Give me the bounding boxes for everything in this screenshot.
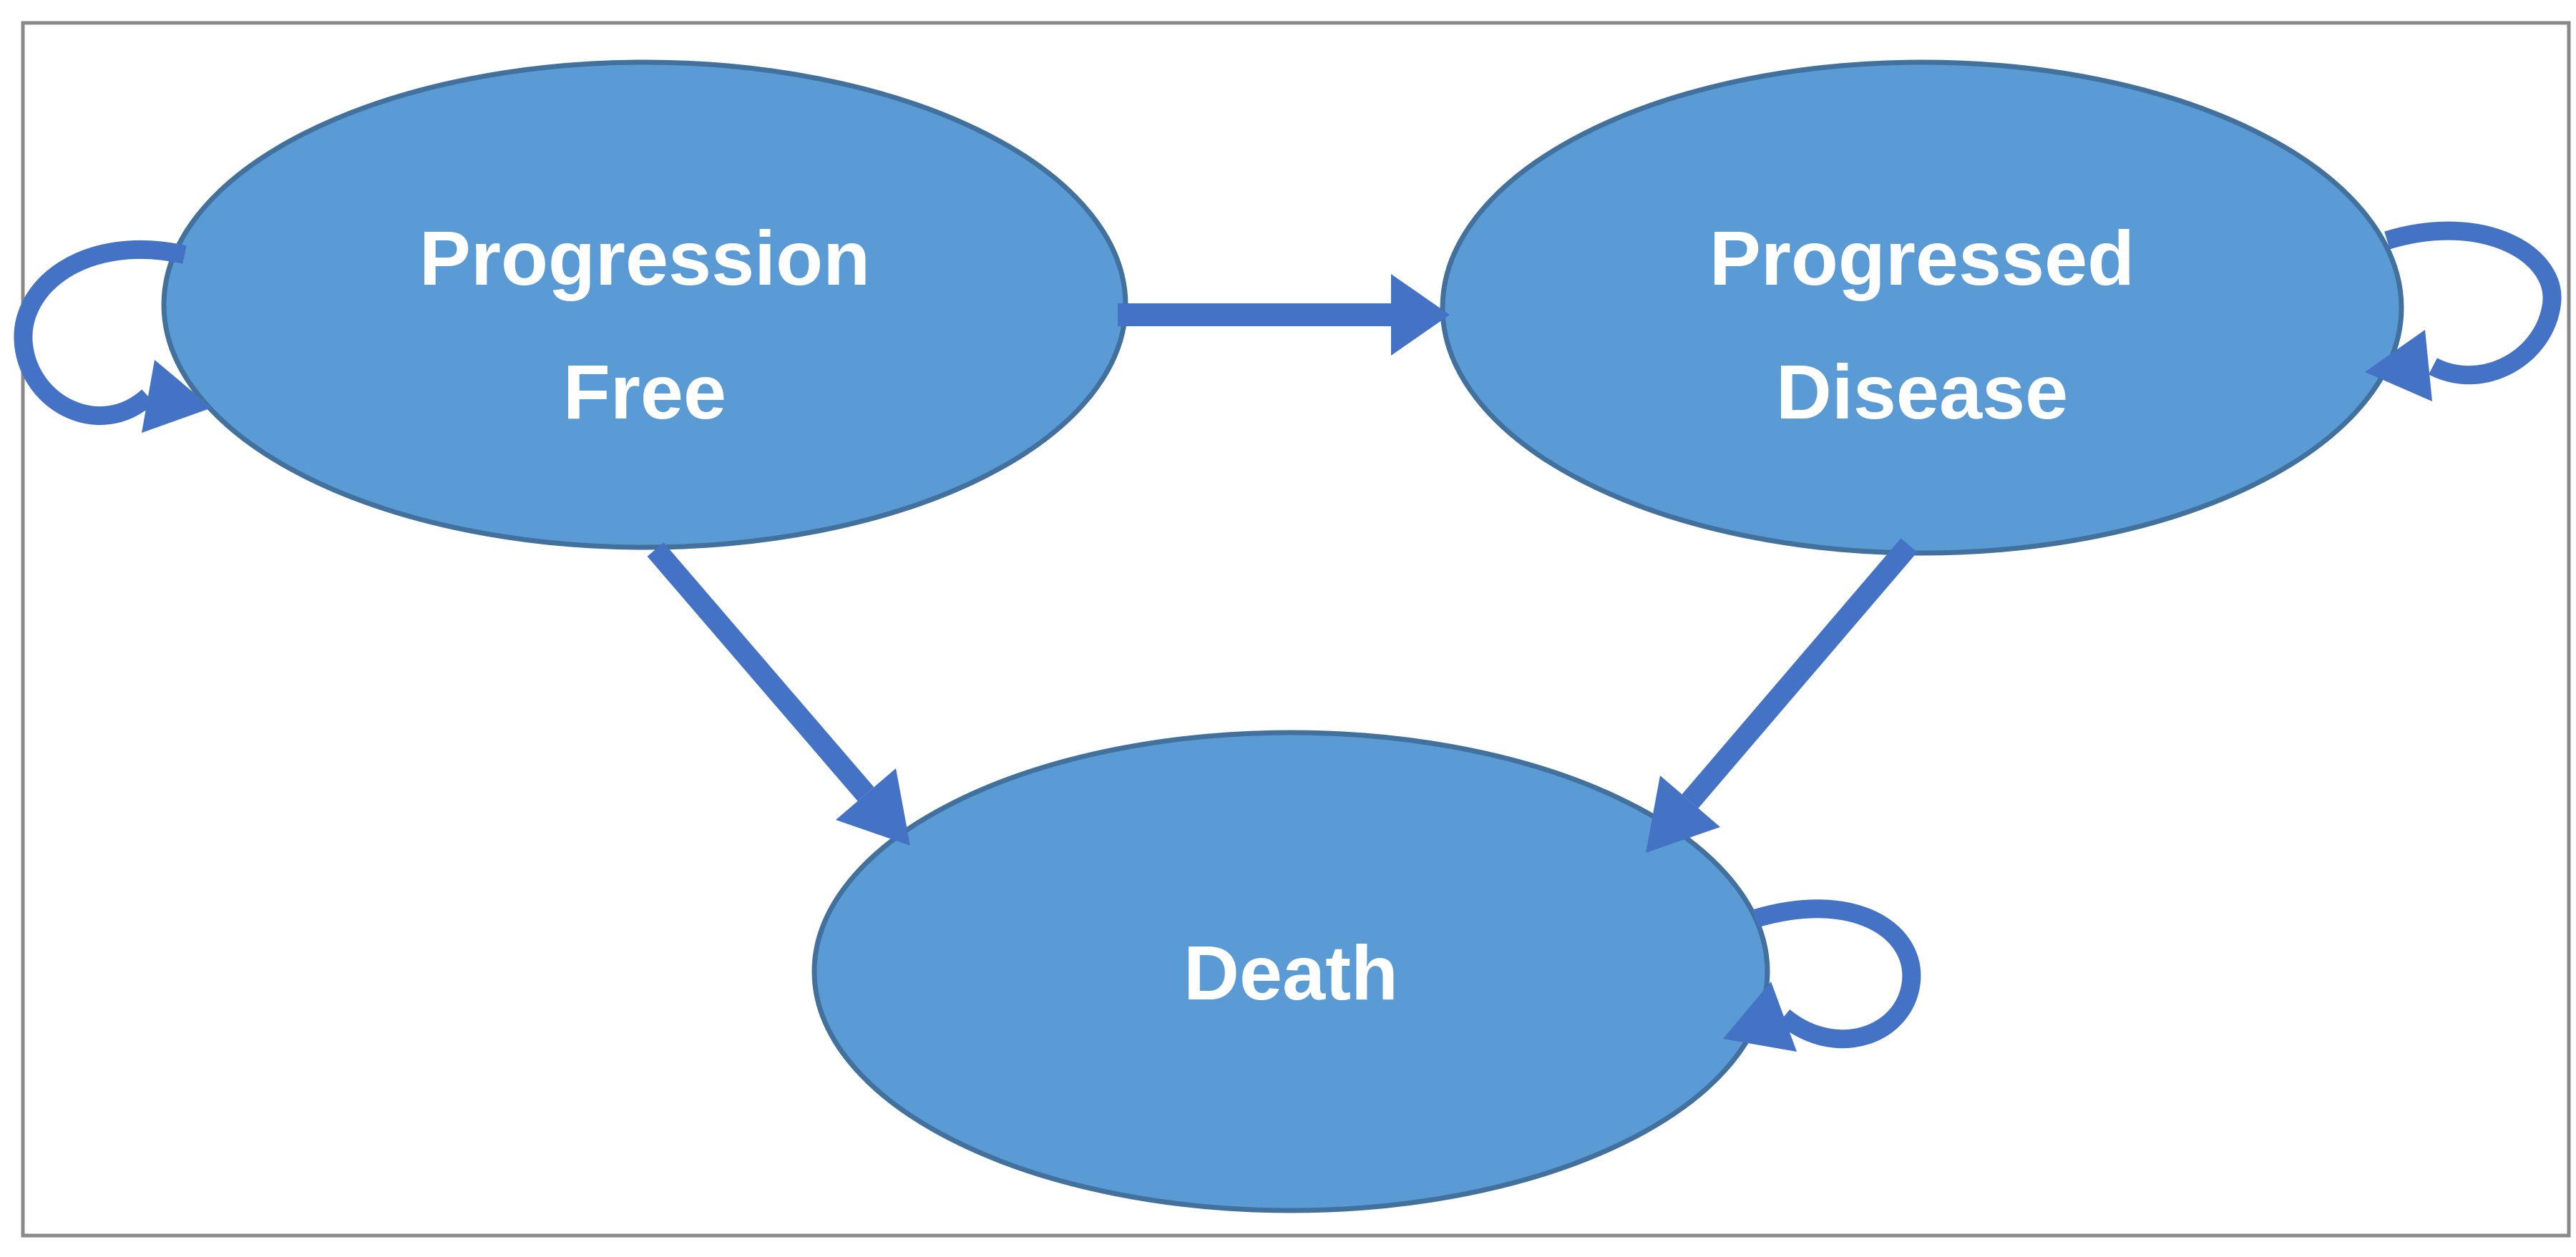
- node-death-label: Death: [1184, 929, 1398, 1016]
- arrowhead-icon: [1391, 274, 1450, 356]
- self-loop-arc: [14, 240, 187, 425]
- self-loop-arc: [1752, 899, 1921, 1049]
- arrowhead-icon: [2365, 330, 2432, 401]
- node-progressed-disease-label-line1: Progressed: [1709, 215, 2135, 301]
- arrow-progressed-disease-to-death: [1646, 538, 1918, 853]
- self-loop-progression-free: [14, 240, 212, 433]
- arrow-shaft: [647, 542, 874, 801]
- node-progression-free-ellipse: [161, 59, 1128, 550]
- arrowhead-icon: [1723, 982, 1797, 1052]
- arrowhead-icon: [1646, 776, 1720, 853]
- self-loop-death: [1723, 899, 1921, 1052]
- node-progressed-disease-label-line2: Disease: [1776, 348, 2068, 435]
- arrowhead-icon: [836, 768, 910, 846]
- outer-frame: [21, 21, 2571, 1238]
- node-death-ellipse: [811, 730, 1770, 1213]
- node-progression-free: Progression Free: [161, 59, 1128, 550]
- node-progressed-disease: Progressed Disease: [1440, 59, 2404, 556]
- arrow-progression-free-to-death: [647, 542, 910, 846]
- node-progressed-disease-ellipse: [1440, 59, 2404, 556]
- self-loop-progressed-disease: [2365, 221, 2562, 401]
- arrow-shaft: [1682, 538, 1918, 808]
- arrowhead-icon: [142, 360, 212, 433]
- arrow-progression-free-to-progressed-disease: [1118, 274, 1450, 356]
- node-death: Death: [811, 730, 1770, 1213]
- self-loop-arc: [2384, 221, 2562, 385]
- node-progression-free-label-line1: Progression: [419, 215, 870, 301]
- node-progression-free-label-line2: Free: [563, 348, 726, 435]
